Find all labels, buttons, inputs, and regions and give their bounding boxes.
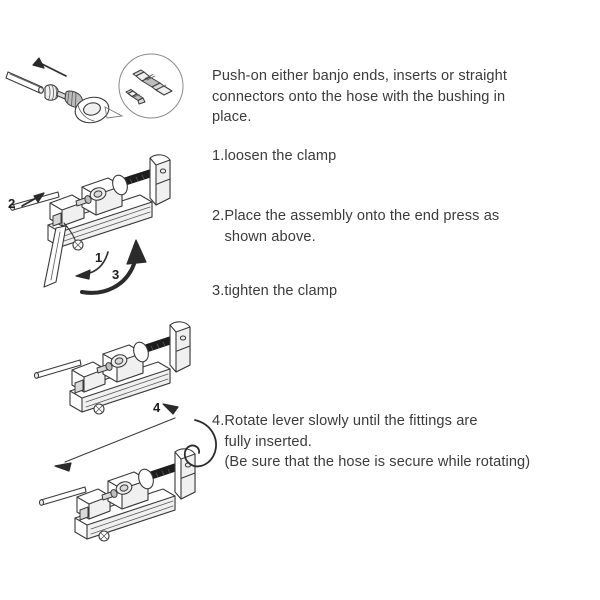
illustration-press-rotate-lever: 4 bbox=[35, 390, 230, 545]
tool-base-rail bbox=[69, 361, 171, 413]
callout-mark-2: 2 bbox=[8, 192, 45, 211]
push-direction-arrow bbox=[32, 57, 67, 77]
slide-jaw bbox=[49, 194, 85, 227]
die-housing bbox=[102, 344, 144, 383]
travel-direction-arrow bbox=[54, 417, 176, 472]
rod-collar bbox=[112, 174, 128, 196]
magnified-callout bbox=[104, 53, 184, 119]
die-housing bbox=[107, 471, 149, 510]
connector-stub bbox=[56, 90, 67, 100]
mark-2-label: 2 bbox=[8, 196, 15, 211]
illustration-press-tighten-clamp bbox=[30, 295, 215, 415]
pivot-screw bbox=[93, 403, 105, 415]
pivot-screw bbox=[98, 530, 110, 542]
tool-base-rail bbox=[74, 488, 176, 540]
die-housing bbox=[81, 177, 123, 216]
mark-4-label: 4 bbox=[153, 400, 161, 415]
slide-jaw bbox=[71, 361, 106, 394]
callout-mark-4: 4 bbox=[153, 400, 217, 468]
hose-tube bbox=[33, 359, 82, 379]
mark-1-label: 1 bbox=[95, 250, 102, 265]
callout-straight-connector bbox=[132, 69, 173, 96]
clamp-arm bbox=[149, 154, 171, 206]
bushing bbox=[44, 84, 59, 101]
illustration-press-loosen-clamp: 2 1 3 bbox=[0, 140, 215, 300]
illustration-hose-banjo-assembly bbox=[0, 46, 205, 146]
push-pin bbox=[75, 195, 92, 207]
callout-mark-1: 1 bbox=[75, 250, 109, 280]
hose-tube bbox=[38, 486, 87, 506]
mark-3-label: 3 bbox=[112, 267, 119, 282]
rod-collar bbox=[133, 341, 149, 363]
pivot-screw bbox=[72, 239, 84, 251]
banjo-eye-ring bbox=[74, 96, 110, 124]
step-2-text: 2.Place the assembly onto the end press … bbox=[212, 208, 500, 245]
step-3-text: 3.tighten the clamp bbox=[212, 283, 338, 299]
hose-tube bbox=[5, 71, 44, 94]
intro-instruction-text: Push-on either banjo ends, inserts or st… bbox=[212, 68, 508, 125]
rod-collar bbox=[138, 468, 154, 490]
callout-mark-3: 3 bbox=[80, 239, 147, 295]
step-1-text: 1.loosen the clamp bbox=[212, 148, 337, 164]
push-pin bbox=[101, 489, 118, 501]
step-4-text: 4.Rotate lever slowly until the fittings… bbox=[212, 413, 531, 470]
push-pin bbox=[96, 362, 113, 374]
callout-insert-fitting bbox=[125, 89, 146, 105]
clamp-arm bbox=[169, 321, 191, 373]
tool-base-rail bbox=[47, 194, 153, 248]
